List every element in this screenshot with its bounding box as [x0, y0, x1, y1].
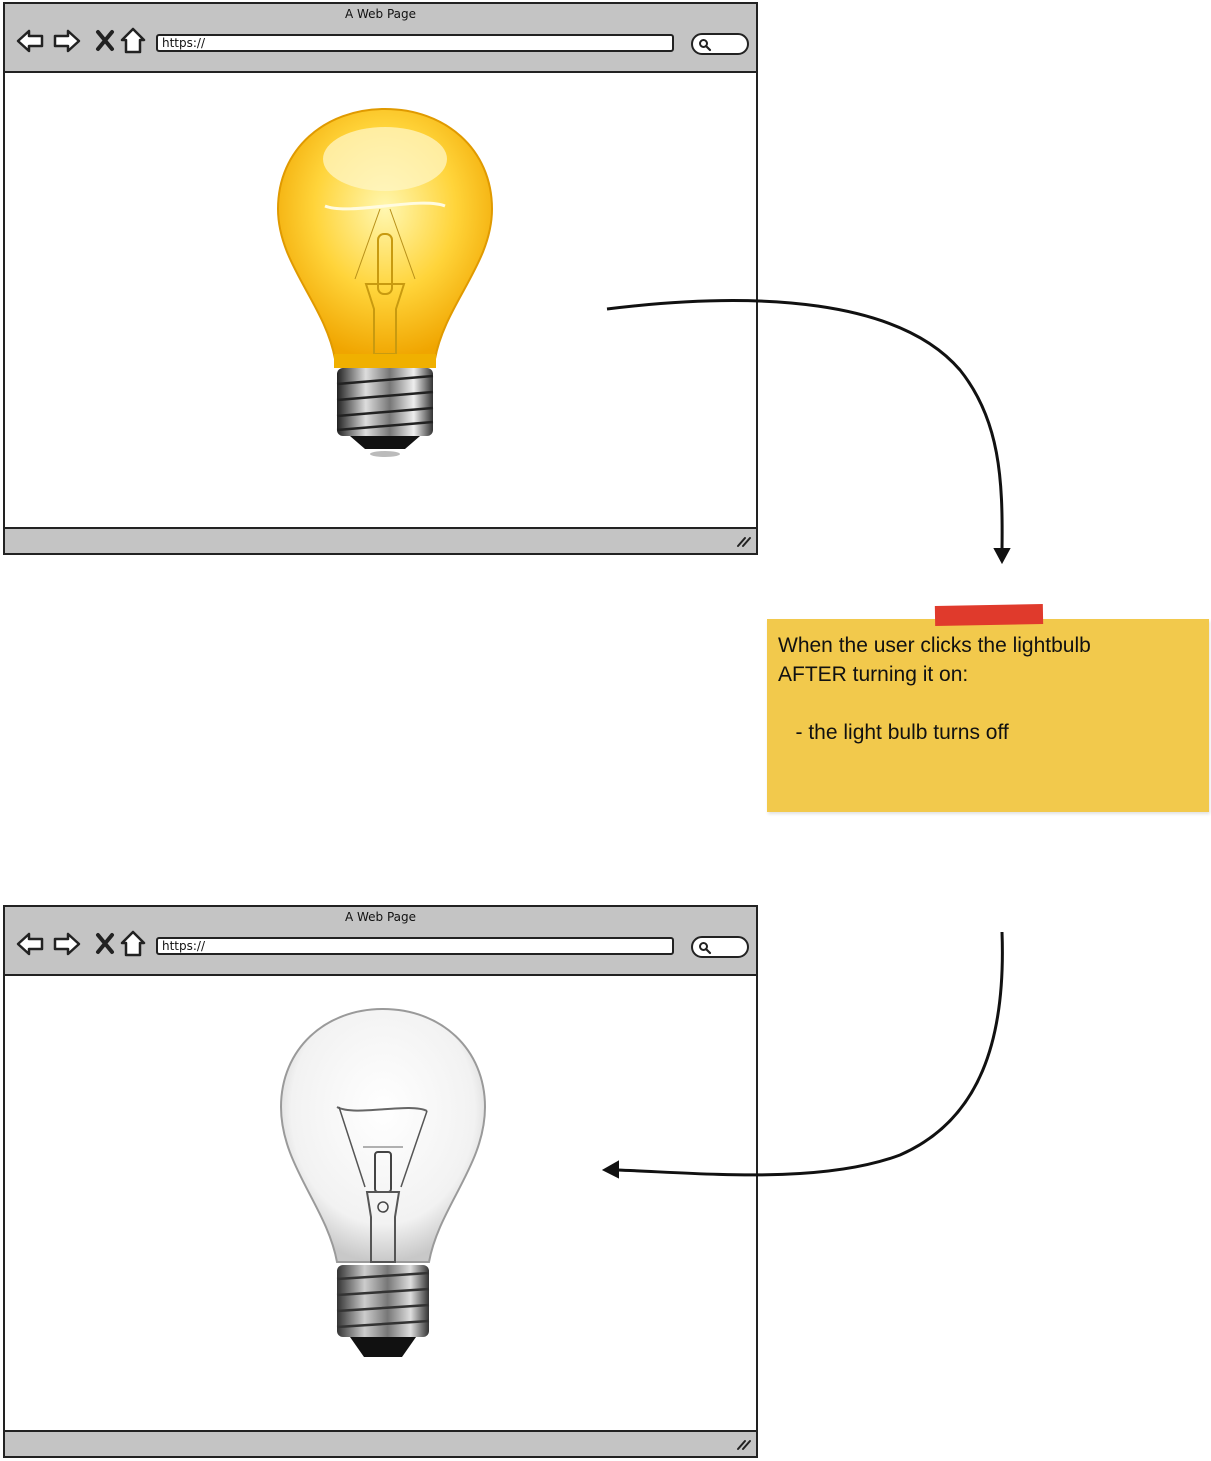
search-button[interactable]: [691, 33, 749, 55]
lightbulb-off[interactable]: [275, 1007, 490, 1367]
back-arrow-icon[interactable]: [15, 929, 45, 959]
note-line-1: When the user clicks the lightbulb: [778, 634, 1091, 657]
note-line-4: - the light bulb turns off: [778, 721, 1009, 744]
address-bar[interactable]: https://: [156, 34, 674, 52]
browser-window-bottom: A Web Page https://: [3, 905, 758, 1458]
note-line-3: [778, 689, 1198, 718]
window-title: A Web Page: [344, 910, 417, 924]
resize-grip-icon[interactable]: [736, 1437, 752, 1451]
lightbulb-on[interactable]: [270, 104, 500, 464]
search-button[interactable]: [691, 936, 749, 958]
close-icon[interactable]: [93, 26, 117, 56]
url-text: https://: [162, 939, 206, 953]
arrowhead-down-icon: [993, 548, 1011, 565]
close-icon[interactable]: [93, 929, 117, 959]
address-bar[interactable]: https://: [156, 937, 674, 955]
resize-grip-icon[interactable]: [736, 534, 752, 548]
bulb-base: [337, 1265, 429, 1337]
search-icon: [699, 39, 712, 52]
back-arrow-icon[interactable]: [15, 26, 45, 56]
home-icon[interactable]: [119, 929, 147, 959]
window-title: A Web Page: [344, 7, 417, 21]
status-bar: [5, 1430, 756, 1456]
browser-window-top: A Web Page https://: [3, 2, 758, 555]
bulb-glass: [279, 1007, 487, 1263]
note-tape: [934, 604, 1044, 626]
browser-toolbar: A Web Page https://: [5, 4, 756, 73]
browser-toolbar: A Web Page https://: [5, 907, 756, 976]
home-icon[interactable]: [119, 26, 147, 56]
forward-arrow-icon[interactable]: [52, 26, 82, 56]
url-text: https://: [162, 36, 206, 50]
bulb-base: [337, 368, 433, 436]
status-bar: [5, 527, 756, 553]
sticky-note: When the user clicks the lightbulb AFTER…: [767, 619, 1209, 812]
note-line-2: AFTER turning it on:: [778, 663, 969, 686]
forward-arrow-icon[interactable]: [52, 929, 82, 959]
search-icon: [699, 942, 712, 955]
